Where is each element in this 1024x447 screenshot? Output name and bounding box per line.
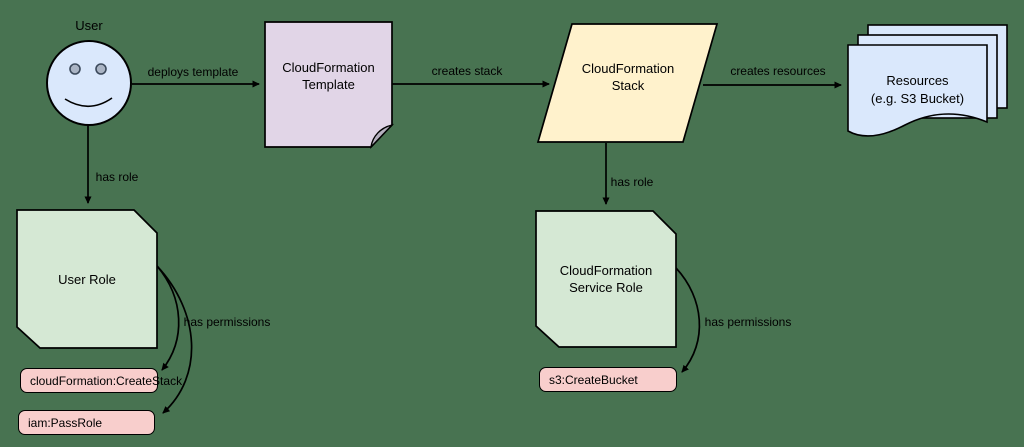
edge-label-deploys-template: deploys template <box>147 65 239 79</box>
template-node-label: CloudFormation Template <box>282 60 375 92</box>
user-smiley-icon <box>46 40 132 126</box>
resources-doc-front <box>847 44 988 137</box>
smiley-left-eye <box>69 63 81 75</box>
permission-iam-passrole: iam:PassRole <box>18 410 155 435</box>
edge-label-creates-resources: creates resources <box>730 64 826 78</box>
template-node <box>264 21 395 150</box>
edge-label-user-has-role: has role <box>95 170 139 184</box>
edge-label-user-has-permissions: has permissions <box>183 315 271 329</box>
smiley-right-eye <box>95 63 107 75</box>
service-role-node-label: CloudFormation Service Role <box>559 263 653 295</box>
edge-label-stack-has-role: has role <box>610 175 654 189</box>
resources-node-label: Resources (e.g. S3 Bucket) <box>870 73 965 106</box>
resources-node <box>847 24 1008 137</box>
edge-servicerole-perm <box>675 267 701 373</box>
smiley-mouth <box>64 97 113 108</box>
user-node-label: User <box>75 18 103 33</box>
smiley-face <box>46 40 132 126</box>
permission-label: s3:CreateBucket <box>549 372 638 387</box>
stack-node-label: CloudFormation Stack <box>581 61 675 93</box>
edge-label-creates-stack: creates stack <box>431 64 503 78</box>
user-role-node <box>16 209 158 349</box>
permission-label: cloudFormation:CreateStack <box>30 373 183 388</box>
permission-cloudformation-createstack: cloudFormation:CreateStack <box>20 368 182 393</box>
permission-s3-createbucket: s3:CreateBucket <box>539 367 677 392</box>
edge-userrole-perm-1 <box>156 265 180 371</box>
stack-node <box>536 23 719 143</box>
edge-userrole-perm-2 <box>156 265 193 414</box>
template-folded-corner <box>370 123 395 150</box>
user-role-node-label: User Role <box>58 272 116 287</box>
permission-label: iam:PassRole <box>28 415 103 430</box>
edge-label-stack-has-permissions: has permissions <box>704 315 792 329</box>
connector-lines <box>84 80 842 414</box>
service-role-node <box>535 210 677 348</box>
